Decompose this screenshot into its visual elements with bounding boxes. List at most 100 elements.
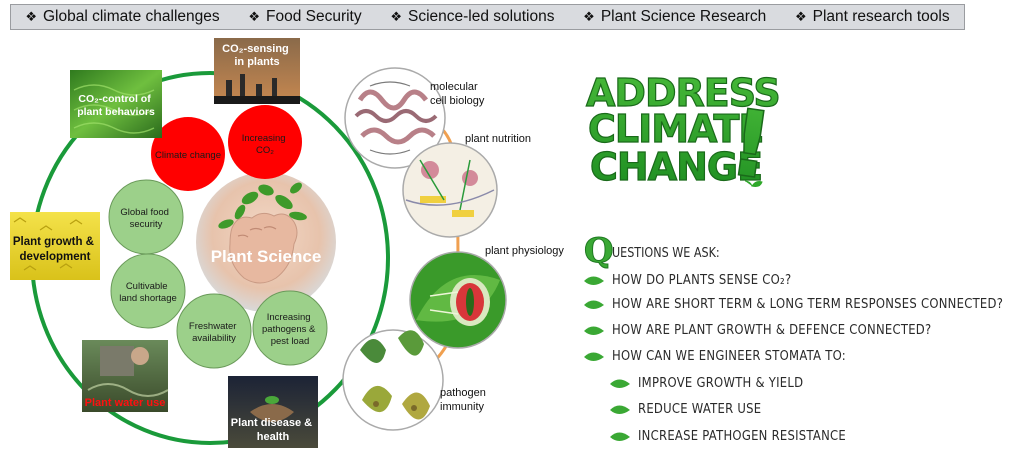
nav-item-label: Plant research tools	[812, 8, 950, 25]
topic-label: development	[20, 251, 91, 263]
svg-text:Increasing pathogens &: Increasing pathogens & pest load	[262, 312, 318, 347]
plant-science-center: Plant Science	[196, 172, 336, 312]
challenge-cultivable-land: Cultivable land shortage	[110, 253, 186, 329]
stage-pathogen-immunity	[342, 329, 444, 431]
challenge-label: Freshwater	[189, 321, 237, 332]
question-item: HOW ARE PLANT GROWTH & DEFENCE CONNECTED…	[612, 322, 932, 338]
challenge-label: availability	[192, 333, 236, 344]
leaf-bullet-icon	[584, 352, 604, 361]
topic-label: health	[257, 431, 290, 443]
nav-item-food-security[interactable]: ❖ Food Security	[248, 8, 361, 26]
nav-item-plant-science-research[interactable]: ❖ Plant Science Research	[583, 8, 766, 26]
svg-text:CO₂-control of plant beh: CO₂-control of plant behaviors	[77, 93, 155, 118]
challenge-pathogens-pests: Increasing pathogens & pest load	[252, 290, 328, 366]
topic-label: Plant water use	[85, 397, 166, 409]
svg-text:molecular cell biology: molecular cell biology	[430, 81, 485, 107]
questions-heading-rest: UESTIONS WE ASK:	[612, 245, 720, 260]
stage-label: molecular	[430, 81, 478, 93]
topic-label: in plants	[234, 56, 279, 68]
topic-label: plant behaviors	[77, 106, 155, 118]
questions-heading: Q UESTIONS WE ASK:	[584, 231, 720, 272]
leaf-bullet-icon	[610, 405, 630, 414]
banner-line: CHANGE	[590, 145, 762, 189]
topic-co2-sensing: CO₂-sensing in plants	[214, 38, 300, 104]
challenge-label: Increasing	[242, 133, 286, 144]
svg-text:Increasing CO₂: Increasing CO₂	[242, 133, 288, 156]
leaf-bullet-icon	[584, 276, 604, 285]
banner-line: ADDRESS	[586, 71, 780, 115]
svg-text:Plant water use: Plant water use	[85, 397, 166, 409]
nav-item-label: Global climate challenges	[43, 8, 220, 25]
leaf-bullet-icon	[610, 432, 630, 441]
diamond-bullet-icon: ❖	[794, 9, 807, 24]
stage-label: immunity	[440, 401, 485, 413]
questions-heading-initial: Q	[584, 231, 614, 271]
leaf-bullet-icon	[584, 326, 604, 335]
svg-text:Global food security: Global food security	[120, 207, 171, 230]
stage-label: plant nutrition	[465, 133, 531, 145]
stage-label: pathogen	[440, 387, 486, 399]
question-item: HOW ARE SHORT TERM & LONG TERM RESPONSES…	[612, 296, 1004, 312]
nav-item-global-climate[interactable]: ❖ Global climate challenges	[25, 8, 219, 26]
challenge-label: Cultivable	[126, 281, 168, 292]
challenge-label: pathogens &	[262, 324, 316, 335]
top-nav-bar: ❖ Global climate challenges ❖ Food Securit…	[10, 4, 965, 30]
address-climate-change-banner: ADDRESS CLIMATE CHANGE !	[585, 70, 784, 201]
svg-text:Plant disease & health: Plant disease & health	[231, 417, 315, 443]
challenge-label: pest load	[271, 336, 310, 347]
challenge-label: land shortage	[119, 293, 177, 304]
topic-label: CO₂-sensing	[222, 43, 289, 55]
question-subitem: IMPROVE GROWTH & YIELD	[638, 375, 804, 391]
topic-label: CO₂-control of	[78, 93, 151, 105]
svg-text:plant nutrition: plant nutrition	[465, 133, 531, 145]
svg-text:Climate change: Climate change	[155, 150, 221, 161]
diamond-bullet-icon: ❖	[390, 9, 402, 24]
stage-label: plant physiology	[485, 245, 564, 257]
topic-label: Plant disease &	[231, 417, 312, 429]
challenge-increasing-co2: Increasing CO₂	[228, 105, 302, 179]
nav-item-plant-research-tools[interactable]: ❖ Plant research tools	[795, 8, 950, 26]
svg-text:Q: Q	[584, 231, 614, 271]
banner-line: CLIMATE	[588, 107, 763, 151]
question-item: HOW DO PLANTS SENSE CO₂?	[612, 272, 792, 288]
topic-water-use: Plant water use	[82, 340, 169, 412]
leaf-bullet-icon	[610, 379, 630, 388]
topic-growth-development: Plant growth & development	[10, 212, 100, 280]
nav-item-label: Plant Science Research	[600, 8, 767, 25]
plant-science-label: Plant Science	[211, 247, 322, 266]
challenge-global-food-security: Global food security	[108, 179, 184, 255]
question-item: HOW CAN WE ENGINEER STOMATA TO:	[612, 348, 846, 364]
diamond-bullet-icon: ❖	[583, 9, 595, 24]
challenge-label: Global food	[120, 207, 169, 218]
nav-item-label: Food Security	[265, 8, 362, 25]
challenge-label: Climate change	[155, 150, 221, 161]
stage-molecular-cell-biology	[344, 67, 446, 169]
stage-plant-physiology	[409, 251, 507, 349]
svg-text:Plant growth & developme: Plant growth & development	[13, 236, 97, 263]
nav-item-science-solutions[interactable]: ❖ Science-led solutions	[390, 8, 554, 26]
diamond-bullet-icon: ❖	[248, 9, 260, 24]
question-subitem: INCREASE PATHOGEN RESISTANCE	[638, 428, 846, 444]
leaf-bullet-icon	[584, 300, 604, 309]
svg-text:Cultivable land shortage: Cultivable land shortage	[119, 281, 177, 304]
challenge-label: CO₂	[256, 145, 274, 156]
nav-item-label: Science-led solutions	[407, 8, 555, 25]
challenge-label: Increasing	[267, 312, 311, 323]
stage-label: cell biology	[430, 95, 485, 107]
diamond-bullet-icon: ❖	[25, 9, 37, 24]
stage-plant-nutrition	[402, 142, 498, 238]
challenge-climate-change: Climate change	[151, 117, 225, 191]
topic-label: Plant growth &	[13, 236, 94, 248]
challenge-label: security	[130, 219, 163, 230]
svg-text:plant physiology: plant physiology	[485, 245, 564, 257]
sprout-icon	[744, 180, 763, 187]
topic-disease-health: Plant disease & health	[228, 376, 318, 448]
svg-text:UESTIONS WE ASK:: UESTIONS WE ASK:	[612, 245, 720, 260]
question-subitem: REDUCE WATER USE	[638, 401, 762, 417]
svg-text:CO₂-sensing in plants: CO₂-sensing in plants	[222, 43, 292, 68]
topic-co2-control: CO₂-control of plant behaviors	[70, 70, 162, 138]
svg-text:ADDRESS CLIMATE CH: ADDRESS CLIMATE CHANGE	[586, 71, 784, 189]
challenge-freshwater: Freshwater availability	[176, 293, 252, 369]
svg-text:pathogen immunity: pathogen immunity	[440, 387, 489, 413]
